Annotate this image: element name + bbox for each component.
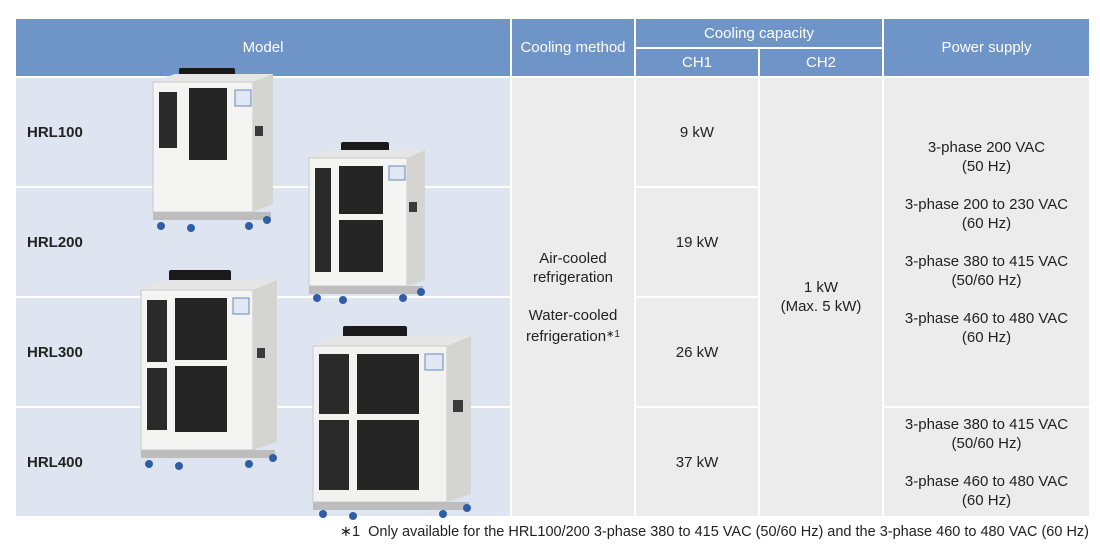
cooling-method-air-line1: Air-cooled: [539, 249, 607, 267]
model-name: HRL300: [27, 343, 83, 361]
header-power-supply: Power supply: [884, 19, 1089, 76]
power-supply-cell-group1: 3-phase 200 VAC (50 Hz) 3-phase 200 to 2…: [884, 78, 1089, 406]
model-name: HRL100: [27, 123, 83, 141]
cooling-method-water-line1: Water-cooled: [528, 306, 618, 324]
power-option-line2: (60 Hz): [961, 214, 1012, 232]
cooling-method-air-line2: refrigeration: [532, 268, 614, 286]
specification-table: Model Cooling method Cooling capacity Po…: [14, 17, 1091, 518]
ch2-line1: 1 kW: [803, 279, 839, 296]
ch2-cell: 1 kW (Max. 5 kW): [760, 78, 882, 516]
ch1-cell: 9 kW: [636, 78, 758, 186]
footnote-text: Only available for the HRL100/200 3-phas…: [368, 524, 1089, 540]
power-option-line1: 3-phase 460 to 480 VAC: [904, 309, 1069, 327]
cooling-method-cell: Air-cooled refrigeration Water-cooled re…: [512, 78, 634, 516]
power-option-line1: 3-phase 200 to 230 VAC: [904, 195, 1069, 213]
model-cell-hrl300: HRL300: [16, 298, 510, 406]
ch1-cell: 26 kW: [636, 298, 758, 406]
ch1-cell: 19 kW: [636, 188, 758, 296]
header-cooling-capacity: Cooling capacity: [636, 19, 882, 47]
header-ch1: CH1: [636, 49, 758, 76]
power-option-line2: (50/60 Hz): [951, 434, 1022, 452]
footnote-ref-mark: ∗1: [606, 328, 620, 340]
cooling-method-water-line2: refrigeration: [526, 327, 607, 345]
ch2-line2: (Max. 5 kW): [780, 298, 862, 315]
cooling-method-water-line2-wrap: refrigeration∗1: [512, 325, 634, 346]
power-option-line2: (60 Hz): [961, 491, 1012, 509]
power-option-line1: 3-phase 460 to 480 VAC: [904, 472, 1069, 490]
power-option-line2: (60 Hz): [961, 328, 1012, 346]
model-name: HRL400: [27, 453, 83, 471]
power-option-line2: (50/60 Hz): [951, 271, 1022, 289]
footnote: ∗1 Only available for the HRL100/200 3-p…: [340, 524, 1089, 540]
power-supply-cell-group2: 3-phase 380 to 415 VAC (50/60 Hz) 3-phas…: [884, 408, 1089, 516]
power-option-line1: 3-phase 200 VAC: [927, 138, 1046, 156]
power-option-line1: 3-phase 380 to 415 VAC: [904, 415, 1069, 433]
power-option-line2: (50 Hz): [961, 157, 1012, 175]
header-ch2: CH2: [760, 49, 882, 76]
header-model: Model: [16, 19, 510, 76]
model-cell-hrl400: HRL400: [16, 408, 510, 516]
ch1-cell: 37 kW: [636, 408, 758, 516]
model-cell-hrl200: HRL200: [16, 188, 510, 296]
footnote-mark: ∗1: [339, 524, 361, 540]
header-cooling-method: Cooling method: [512, 19, 634, 76]
power-option-line1: 3-phase 380 to 415 VAC: [904, 252, 1069, 270]
model-name: HRL200: [27, 233, 83, 251]
model-cell-hrl100: HRL100: [16, 78, 510, 186]
